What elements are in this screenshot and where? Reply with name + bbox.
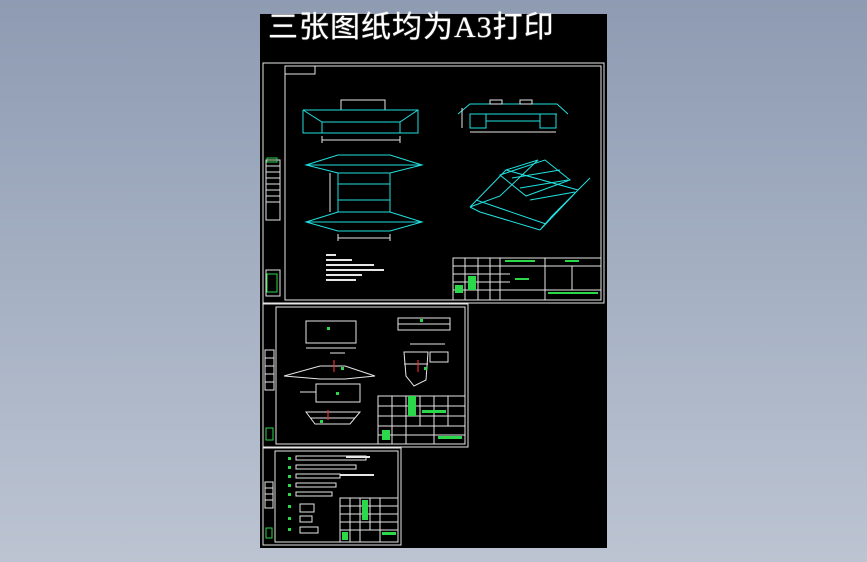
plate-top-view: [305, 320, 357, 344]
technical-notes: [326, 254, 384, 281]
sheet-1-binding-strip: [265, 157, 281, 297]
sheet-3-part-rows: [288, 455, 374, 534]
front-view-assembly: [302, 99, 419, 143]
hull-section-view: [305, 411, 362, 425]
top-view-assembly: [304, 154, 424, 241]
sheet-1-assembly: [262, 62, 605, 304]
sheet-3-inner-frame: [274, 450, 399, 543]
sheet-2-annotations: [320, 319, 427, 423]
sheet-2-title-block: [377, 395, 466, 445]
sheet-1-title-block: [452, 257, 602, 301]
sheet-1-outer-frame: [262, 62, 605, 304]
sheet-1-inner-frame: [284, 65, 602, 301]
sheet-3-title-block: [339, 497, 399, 543]
plate-side-view: [315, 383, 361, 403]
bracket-section-view: [403, 351, 429, 387]
sheet-2-inner-frame: [275, 306, 466, 445]
sheet-3-binding-strip: [264, 481, 274, 539]
side-view-assembly: [457, 99, 569, 133]
isometric-view-assembly: [469, 159, 591, 231]
sheet-2-binding-strip: [264, 349, 275, 441]
sheet-3-part-list: [262, 447, 402, 546]
cad-drawing-canvas: [260, 14, 607, 548]
sheet-2-part-drawings: [262, 303, 469, 448]
drawing-title: 三张图纸均为A3打印: [268, 11, 555, 44]
plate-front-view: [283, 365, 376, 380]
sheet-2-outer-frame: [262, 303, 469, 448]
sheet-1-tag-box: [284, 65, 316, 75]
sheet-3-outer-frame: [262, 447, 402, 546]
